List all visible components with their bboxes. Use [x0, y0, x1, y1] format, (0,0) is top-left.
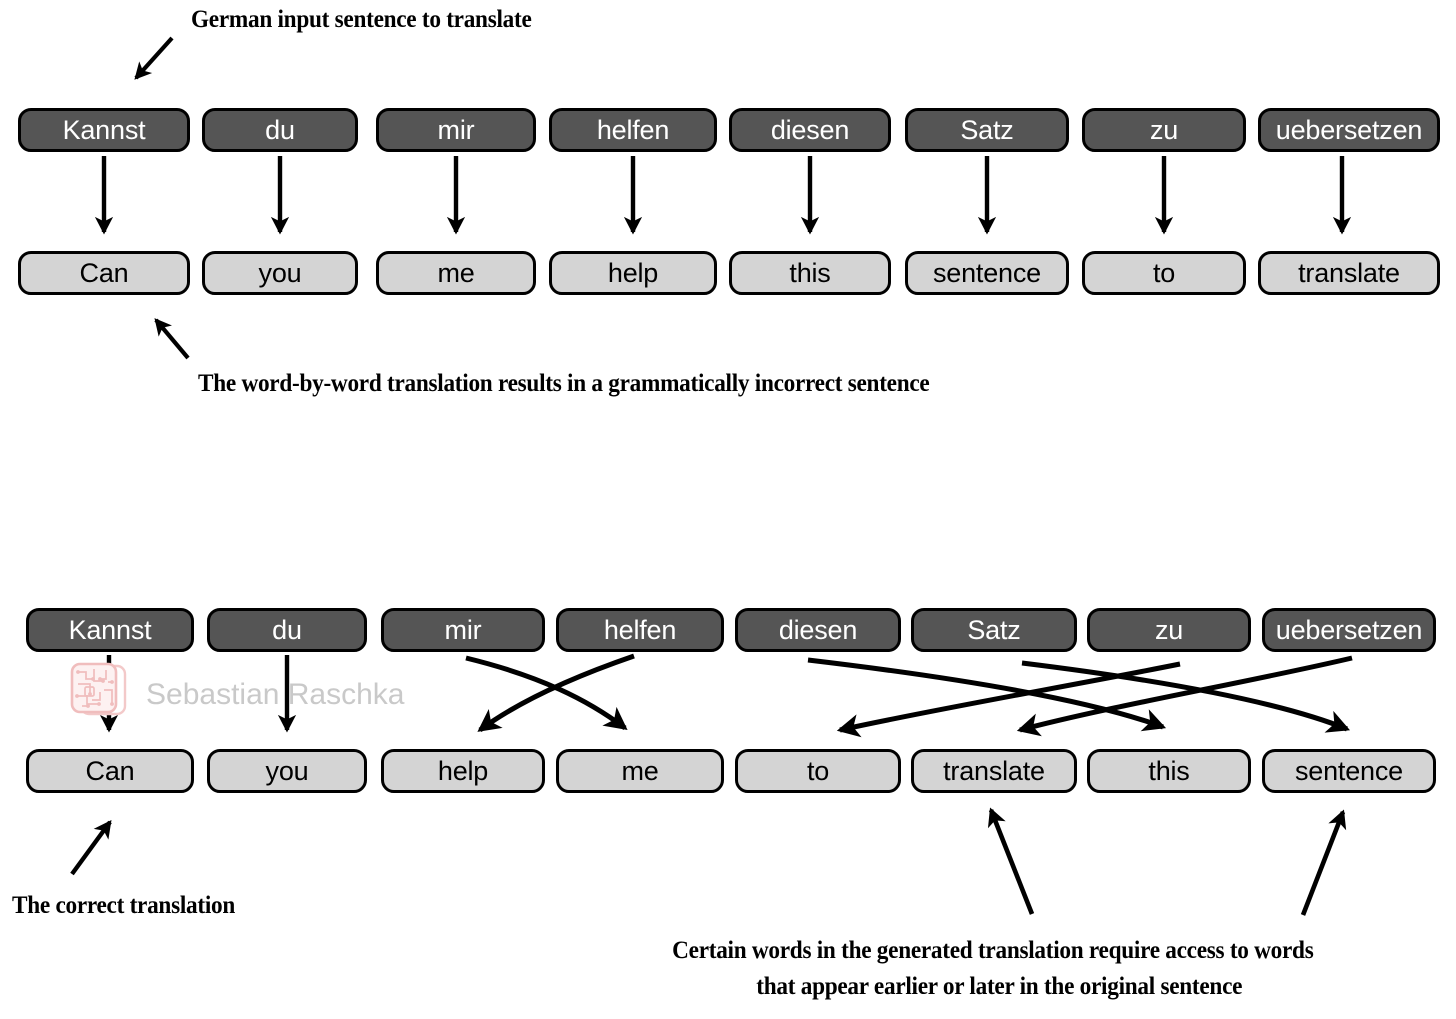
note-german-input: German input sentence to translate: [191, 6, 532, 33]
top-alignment-arrows: [94, 156, 1352, 235]
note-correct-translation: The correct translation: [12, 892, 236, 919]
annotation-arrow-german-input: [134, 36, 174, 80]
annotation-arrow-wordbyword: [154, 318, 190, 360]
annotation-arrows-attention: [987, 807, 1347, 916]
target-word-box: translate: [911, 749, 1077, 793]
target-word-box: you: [202, 251, 358, 295]
target-word-box: me: [376, 251, 536, 295]
source-word-box: mir: [381, 608, 545, 652]
source-word-box: helfen: [549, 108, 717, 152]
source-word-box: helfen: [556, 608, 724, 652]
target-word-box: sentence: [905, 251, 1069, 295]
source-word-box: zu: [1087, 608, 1251, 652]
target-word-box: help: [381, 749, 545, 793]
target-word-box: this: [1087, 749, 1251, 793]
target-word-box: me: [556, 749, 724, 793]
target-word-box: this: [729, 251, 891, 295]
source-word-box: Satz: [905, 108, 1069, 152]
note-word-by-word: The word-by-word translation results in …: [198, 370, 930, 397]
target-word-box: to: [1082, 251, 1246, 295]
source-word-box: zu: [1082, 108, 1246, 152]
source-word-box: du: [202, 108, 358, 152]
circuit-board-logo: [70, 662, 127, 716]
target-word-box: Can: [18, 251, 190, 295]
source-word-box: uebersetzen: [1262, 608, 1436, 652]
note-attention-line1: Certain words in the generated translati…: [672, 937, 1314, 964]
target-word-box: help: [549, 251, 717, 295]
target-word-box: translate: [1258, 251, 1440, 295]
target-word-box: you: [207, 749, 367, 793]
note-attention-line2: that appear earlier or later in the orig…: [756, 973, 1243, 1000]
source-word-box: Kannst: [26, 608, 194, 652]
target-word-box: sentence: [1262, 749, 1436, 793]
source-word-box: diesen: [729, 108, 891, 152]
watermark-text: Sebastian Raschka: [146, 678, 405, 711]
source-word-box: uebersetzen: [1258, 108, 1440, 152]
bottom-crossed-arrows: [465, 653, 1353, 738]
target-word-box: Can: [26, 749, 194, 793]
source-word-box: Kannst: [18, 108, 190, 152]
source-word-box: diesen: [735, 608, 901, 652]
source-word-box: Satz: [911, 608, 1077, 652]
target-word-box: to: [735, 749, 901, 793]
source-word-box: mir: [376, 108, 536, 152]
annotation-arrow-correct-translation: [70, 819, 112, 876]
source-word-box: du: [207, 608, 367, 652]
watermark: Sebastian Raschka: [68, 660, 405, 730]
